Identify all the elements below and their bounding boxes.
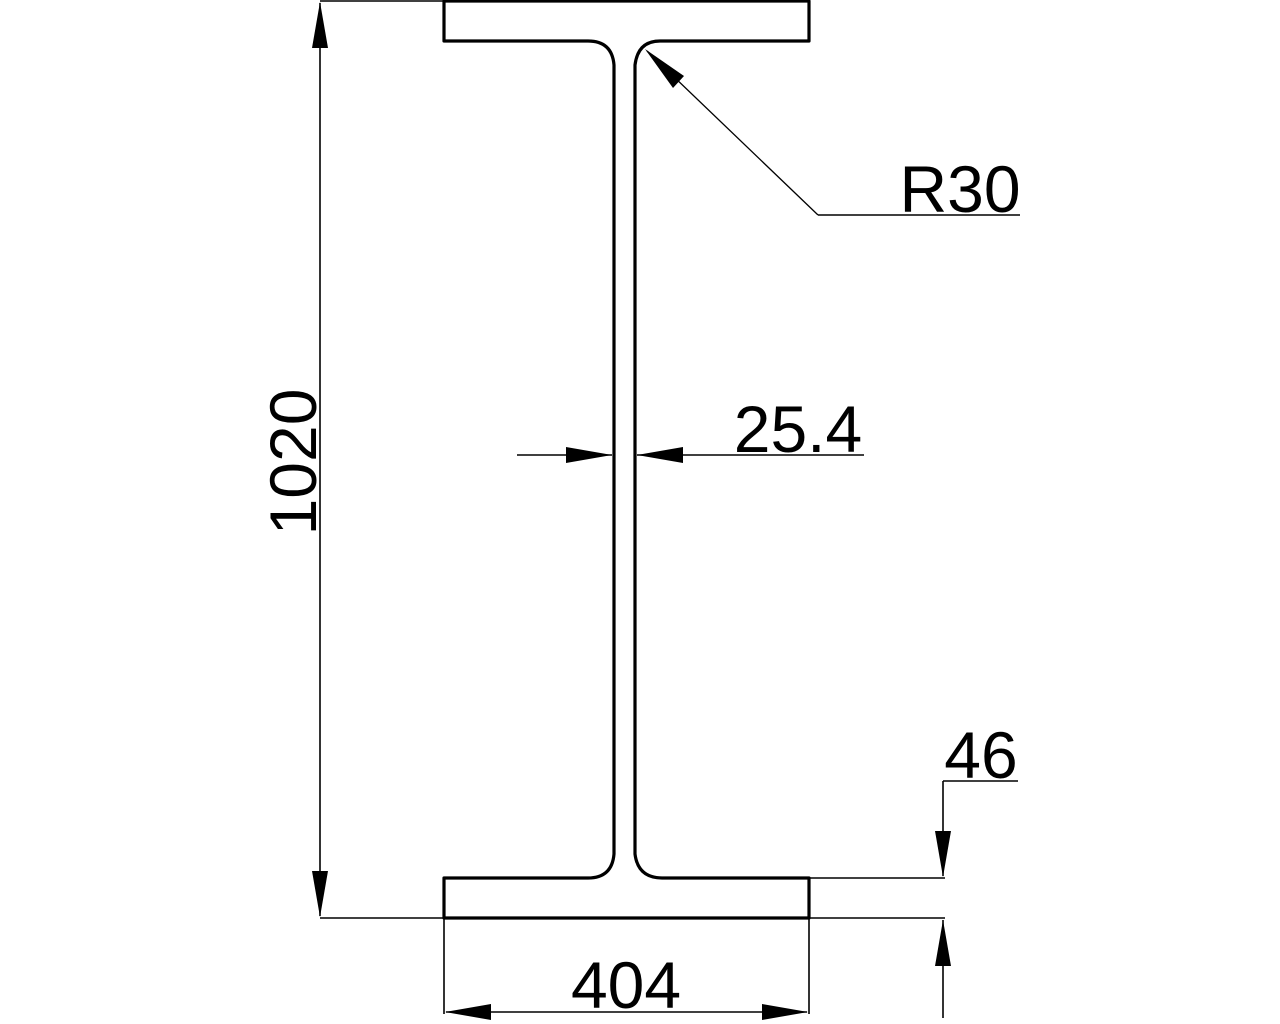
flange-thickness-label: 46 <box>944 718 1017 792</box>
height-dimension: 1020 <box>256 0 444 919</box>
arrow-up-icon <box>935 920 951 966</box>
arrow-right-icon <box>762 1004 808 1020</box>
root-radius-label: R30 <box>899 152 1020 226</box>
flange-width-dimension: 404 <box>443 918 810 1022</box>
arrow-down-icon <box>935 831 951 877</box>
arrow-right-icon <box>566 447 612 463</box>
arrow-up-icon <box>312 2 328 48</box>
root-radius-callout: R30 <box>645 49 1021 226</box>
arrow-down-icon <box>312 871 328 917</box>
flange-thickness-dimension: 46 <box>809 718 1018 1018</box>
arrow-left-icon <box>637 447 683 463</box>
flange-width-label: 404 <box>571 948 681 1022</box>
web-thickness-label: 25.4 <box>734 392 862 466</box>
height-label: 1020 <box>256 389 330 536</box>
web-thickness-dimension: 25.4 <box>517 392 864 466</box>
arrow-leader-icon <box>645 49 684 88</box>
arrow-left-icon <box>445 1004 491 1020</box>
